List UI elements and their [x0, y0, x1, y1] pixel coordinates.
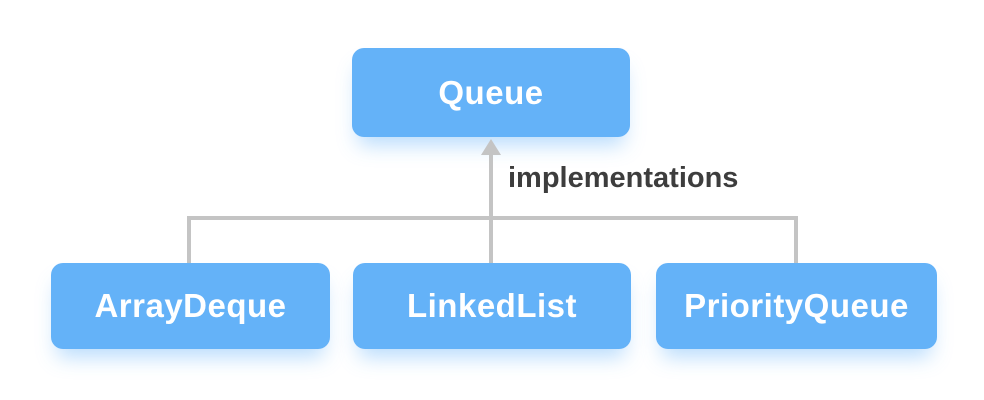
- implementations-label: implementations: [508, 162, 739, 194]
- arraydeque-node: ArrayDeque: [51, 263, 330, 349]
- connector-drop-left: [187, 216, 191, 264]
- linkedlist-node: LinkedList: [353, 263, 631, 349]
- arraydeque-node-label: ArrayDeque: [94, 287, 287, 324]
- queue-node-label: Queue: [438, 73, 544, 111]
- linkedlist-node-label: LinkedList: [406, 287, 578, 324]
- priorityqueue-node: PriorityQueue: [656, 263, 937, 349]
- arrow-up-icon: [481, 139, 501, 155]
- priorityqueue-node-label: PriorityQueue: [684, 287, 909, 324]
- queue-node: Queue: [352, 48, 630, 137]
- connector-drop-middle: [489, 216, 493, 264]
- connector-stem: [489, 152, 493, 218]
- connector-drop-right: [794, 216, 798, 264]
